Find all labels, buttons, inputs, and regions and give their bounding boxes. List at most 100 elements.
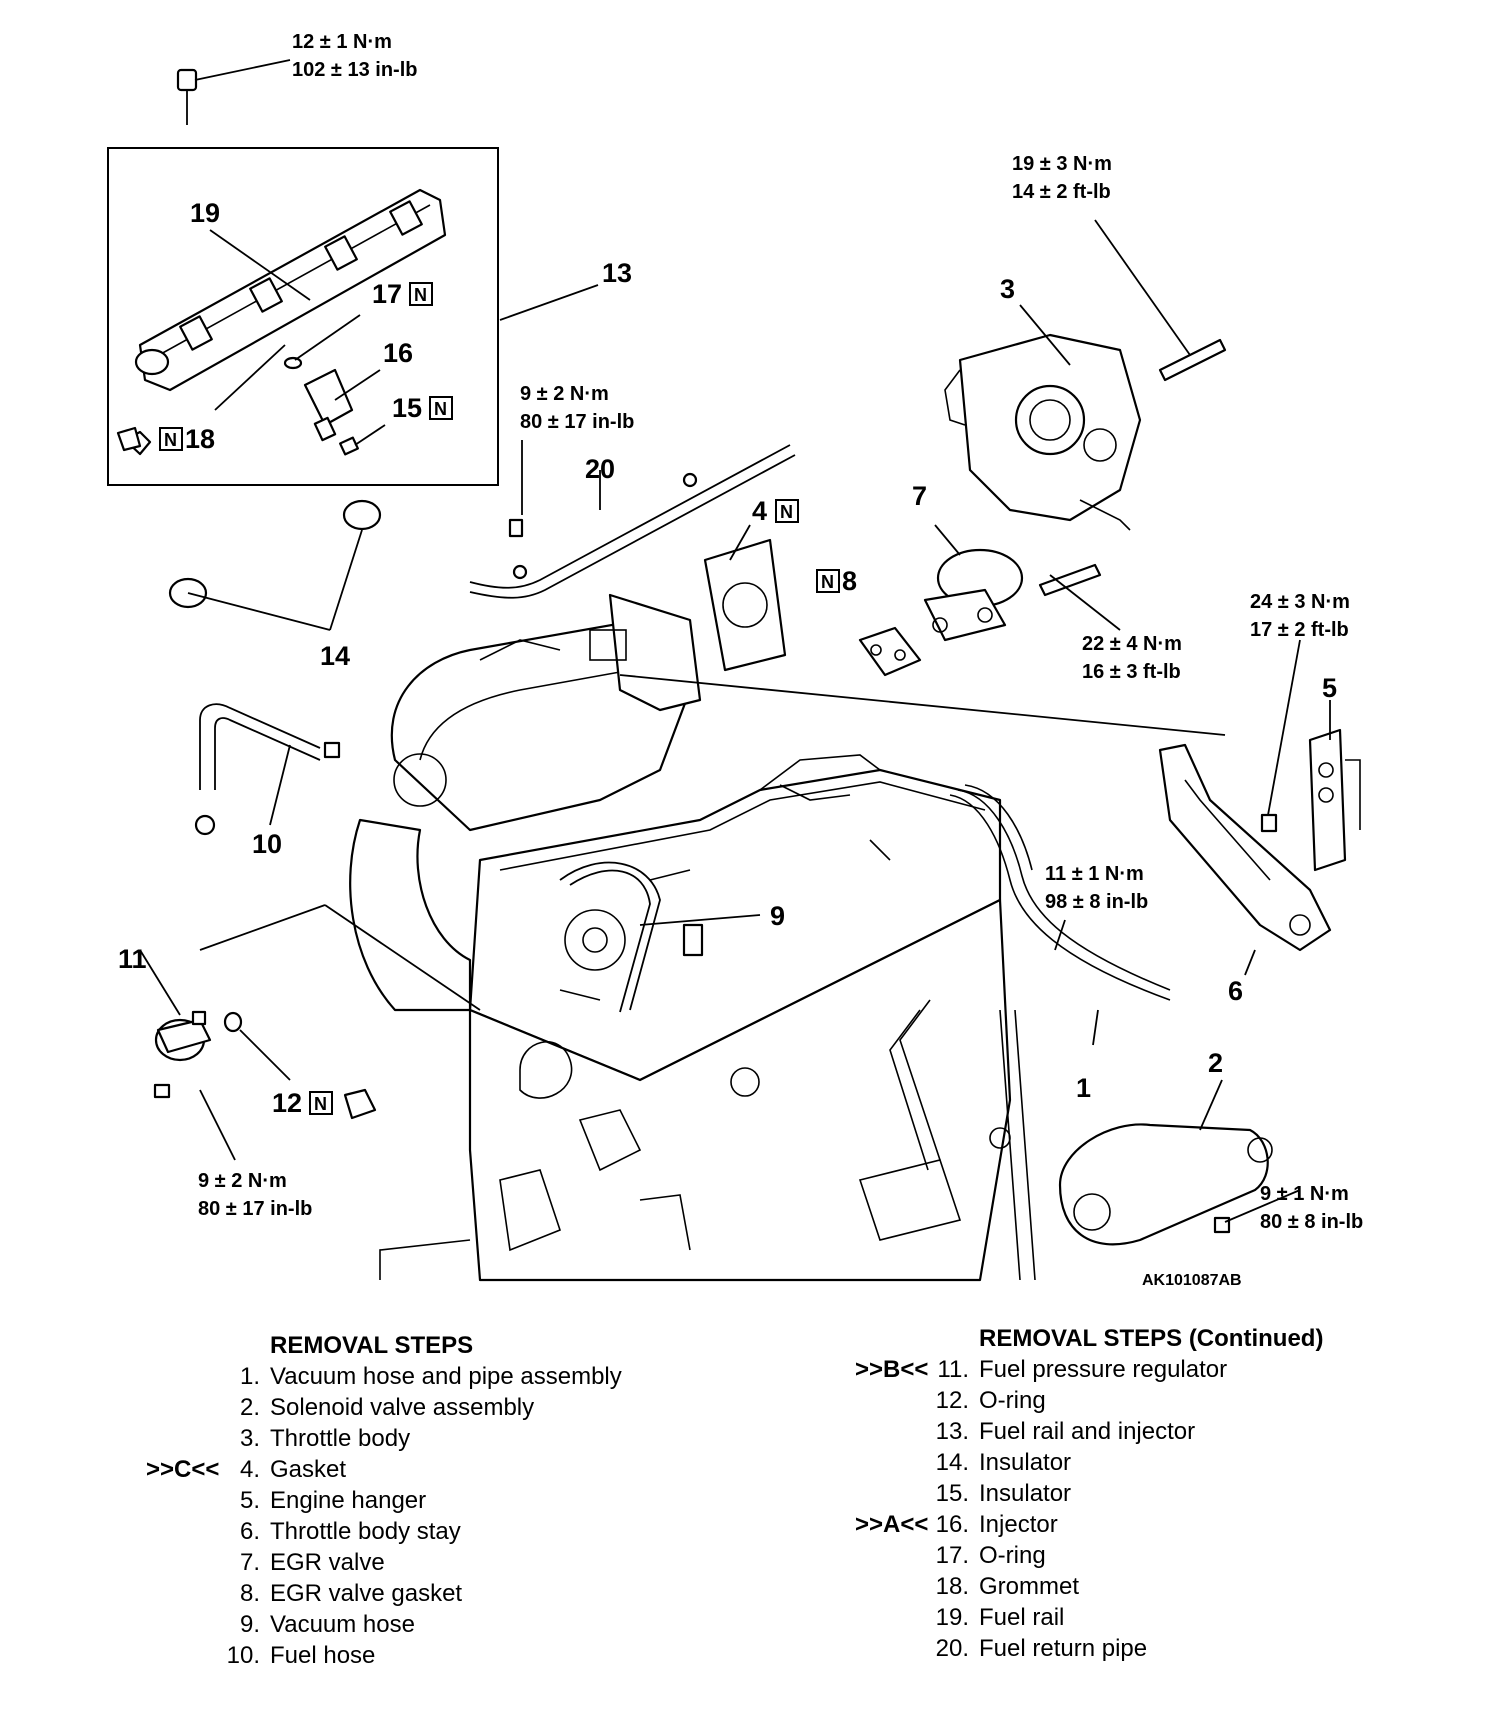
torque-return-pipe-inlb: 80 ± 17 in-lb: [520, 411, 634, 433]
callout-6: 6: [1228, 976, 1243, 1006]
step-number: 17.: [935, 1542, 969, 1569]
torque-harness-bolt-nm: 11 ± 1 N·m: [1045, 863, 1144, 885]
step-text: Fuel rail: [979, 1604, 1065, 1631]
torque-solenoid-bolt-inlb: 80 ± 8 in-lb: [1260, 1211, 1363, 1233]
step-row: 18. Grommet: [855, 1571, 1323, 1602]
lubricant-symbols: [116, 426, 377, 1120]
step-procedure-mark: [146, 1547, 212, 1578]
step-row: 19. Fuel rail: [855, 1602, 1323, 1633]
svg-text:N: N: [164, 430, 177, 450]
fuel-hose-drawing: [194, 703, 341, 836]
step-number: 7.: [239, 1549, 260, 1576]
step-text: O-ring: [979, 1542, 1046, 1569]
svg-text:N: N: [780, 502, 793, 522]
step-procedure-mark: [855, 1478, 921, 1509]
torque-fuelrail-bolt-nm: 12 ± 1 N·m: [292, 31, 392, 53]
torque-throttle-bolt-ftlb: 14 ± 2 ft-lb: [1012, 181, 1111, 203]
step-row: >>B<<11.Fuel pressure regulator: [855, 1354, 1323, 1385]
step-number: 16.: [935, 1511, 969, 1538]
step-text: EGR valve: [270, 1549, 385, 1576]
insulators-drawing: [168, 499, 382, 609]
step-row: 6. Throttle body stay: [146, 1516, 622, 1547]
step-number: 14.: [935, 1449, 969, 1476]
step-number: 15.: [935, 1480, 969, 1507]
n-symbol-17: N: [409, 282, 433, 306]
step-procedure-mark: [855, 1633, 921, 1664]
leader-lines: [139, 59, 1331, 1223]
step-procedure-mark: [855, 1385, 921, 1416]
callout-3: 3: [1000, 274, 1015, 304]
step-row: 2.Solenoid valve assembly: [146, 1392, 622, 1423]
step-procedure-mark: [146, 1392, 212, 1423]
step-row: 5.Engine hanger: [146, 1485, 622, 1516]
step-row: 3.Throttle body: [146, 1423, 622, 1454]
torque-harness-bolt-inlb: 98 ± 8 in-lb: [1045, 891, 1148, 913]
removal-steps-continued-heading: REMOVAL STEPS (Continued): [979, 1325, 1324, 1352]
step-text: Engine hanger: [270, 1487, 427, 1514]
step-procedure-mark: [146, 1361, 212, 1392]
step-row: >>A<<16.Injector: [855, 1509, 1323, 1540]
callout-4: 4: [752, 496, 767, 526]
callout-2: 2: [1208, 1048, 1223, 1078]
oil-can-icon-18: [116, 426, 142, 452]
svg-text:N: N: [434, 399, 447, 419]
torque-regulator-bolt-inlb: 80 ± 17 in-lb: [198, 1198, 312, 1220]
step-text: Vacuum hose and pipe assembly: [270, 1363, 622, 1390]
step-text: Insulator: [979, 1449, 1072, 1476]
step-procedure-mark: [855, 1416, 921, 1447]
step-number: 19.: [935, 1604, 969, 1631]
step-number: 12.: [935, 1387, 969, 1414]
step-number: 13.: [935, 1418, 969, 1445]
callout-10: 10: [252, 829, 282, 859]
solenoid-valve-drawing: [1058, 1123, 1273, 1246]
throttle-body-drawing: [944, 333, 1227, 531]
callout-17: 17: [372, 279, 402, 309]
step-number: 8.: [239, 1580, 260, 1607]
torque-fuelrail-bolt-inlb: 102 ± 13 in-lb: [292, 59, 417, 81]
step-procedure-mark: [855, 1571, 921, 1602]
step-procedure-mark: >>C<<: [146, 1456, 220, 1483]
step-row: 17. O-ring: [855, 1540, 1323, 1571]
callout-14: 14: [320, 641, 350, 671]
callout-5: 5: [1322, 673, 1337, 703]
step-text: Grommet: [979, 1573, 1080, 1600]
throttle-gasket-drawing: [703, 538, 787, 672]
step-row: 1.Vacuum hose and pipe assembly: [146, 1361, 622, 1392]
torque-egr-bolt-nm: 22 ± 4 N·m: [1082, 633, 1182, 655]
fuel-return-pipe-drawing: [469, 444, 796, 599]
step-row: 12.O-ring: [855, 1385, 1323, 1416]
fuel-rail-bolt: [176, 68, 198, 125]
step-number: 6.: [239, 1518, 260, 1545]
callout-labels: 19 13 17 16 15 18 3 7 4 8 20 14 10 5 6 9…: [118, 198, 1337, 1118]
n-symbol-4: N: [775, 499, 799, 523]
step-procedure-mark: >>B<<: [855, 1356, 929, 1383]
oil-can-icon-12: [343, 1088, 377, 1120]
step-procedure-mark: [146, 1485, 212, 1516]
callout-18: 18: [185, 424, 215, 454]
callout-19: 19: [190, 198, 220, 228]
step-procedure-mark: [146, 1423, 212, 1454]
step-procedure-mark: [855, 1540, 921, 1571]
step-procedure-mark: [855, 1602, 921, 1633]
callout-20: 20: [585, 454, 615, 484]
new-part-symbols: N N N N N N: [159, 282, 840, 1115]
step-row: 14. Insulator: [855, 1447, 1323, 1478]
torque-throttle-bolt-nm: 19 ± 3 N·m: [1012, 153, 1112, 175]
step-number: 3.: [239, 1425, 260, 1452]
step-procedure-mark: [146, 1516, 212, 1547]
step-row: >>C<<4.Gasket: [146, 1454, 622, 1485]
torque-solenoid-bolt-nm: 9 ± 1 N·m: [1260, 1183, 1349, 1205]
step-text: Throttle body stay: [270, 1518, 461, 1545]
step-number: 4.: [239, 1456, 260, 1483]
step-row: 15. Insulator: [855, 1478, 1323, 1509]
step-text: Solenoid valve assembly: [270, 1394, 535, 1421]
removal-steps-list: REMOVAL STEPS 1.Vacuum hose and pipe ass…: [146, 1330, 622, 1671]
n-symbol-12: N: [309, 1091, 333, 1115]
callout-9: 9: [770, 901, 785, 931]
step-text: Vacuum hose: [270, 1611, 415, 1638]
step-number: 9.: [239, 1611, 260, 1638]
torque-specs: 12 ± 1 N·m 102 ± 13 in-lb 19 ± 3 N·m 14 …: [198, 31, 1363, 1233]
step-number: 18.: [935, 1573, 969, 1600]
step-text: Insulator: [979, 1480, 1072, 1507]
step-number: 11.: [937, 1356, 969, 1383]
